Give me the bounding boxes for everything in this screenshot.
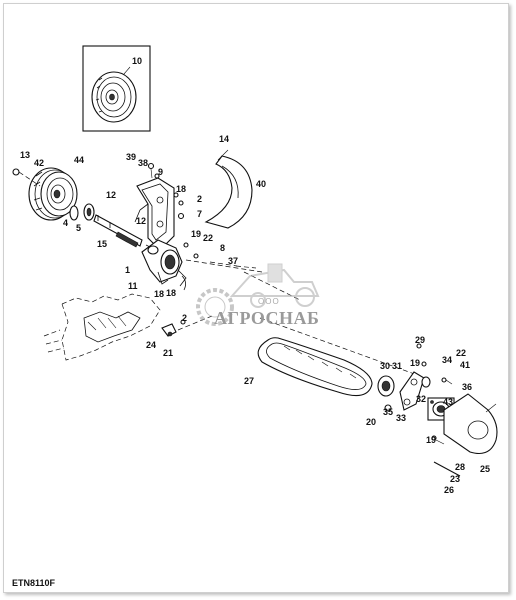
callout: 25 bbox=[480, 464, 490, 474]
callout: 15 bbox=[97, 239, 107, 249]
tensioner-arm-part bbox=[399, 371, 425, 411]
callout: 43 bbox=[443, 397, 453, 407]
callout: 31 bbox=[392, 361, 402, 371]
bolt-28-part bbox=[431, 435, 461, 477]
callout: 4 bbox=[63, 218, 68, 228]
callout: 32 bbox=[416, 394, 426, 404]
callout: 29 bbox=[415, 335, 425, 345]
callout: 39 bbox=[126, 152, 136, 162]
callout: 8 bbox=[220, 243, 225, 253]
callout: 37 bbox=[228, 256, 238, 266]
callout: 40 bbox=[256, 179, 266, 189]
damper-pulley-part bbox=[91, 71, 137, 123]
callout: 21 bbox=[163, 348, 173, 358]
callout: 26 bbox=[444, 485, 454, 495]
crank-pulley-part bbox=[28, 167, 78, 221]
callout: 14 bbox=[219, 134, 229, 144]
engine-block-outline bbox=[43, 293, 161, 361]
callout: 41 bbox=[460, 360, 470, 370]
callout: 36 bbox=[462, 382, 472, 392]
watermark-logo bbox=[196, 263, 320, 326]
callout: 18 bbox=[176, 184, 186, 194]
shaft-part bbox=[93, 214, 153, 249]
callout: 18 bbox=[166, 288, 176, 298]
callout: 19 bbox=[426, 435, 436, 445]
callout: 12 bbox=[106, 190, 116, 200]
callout: 38 bbox=[138, 158, 148, 168]
callout: 20 bbox=[366, 417, 376, 427]
idler-pulley-part bbox=[377, 375, 395, 412]
callout: 22 bbox=[456, 348, 466, 358]
callout: 13 bbox=[20, 150, 30, 160]
washer-19 bbox=[421, 361, 427, 367]
bolt-13-part bbox=[12, 168, 41, 187]
callout: 35 bbox=[383, 407, 393, 417]
callout: 1 bbox=[125, 265, 130, 275]
callout: 30 bbox=[380, 361, 390, 371]
tensioner-housing-part bbox=[141, 239, 187, 291]
callout: 42 bbox=[34, 158, 44, 168]
callout: 19 bbox=[191, 229, 201, 239]
callout: 44 bbox=[74, 155, 84, 165]
bracket-part bbox=[134, 177, 175, 251]
callout: 18 bbox=[154, 289, 164, 299]
belt-guard-part bbox=[204, 149, 253, 229]
bolt-29 bbox=[416, 343, 422, 349]
seal-part bbox=[69, 203, 95, 221]
callout: 11 bbox=[128, 281, 138, 291]
callout: 24 bbox=[146, 340, 156, 350]
callout: 2 bbox=[197, 194, 202, 204]
callout: 27 bbox=[244, 376, 254, 386]
callout: 9 bbox=[158, 167, 163, 177]
callout: 19 bbox=[410, 358, 420, 368]
inset-box bbox=[82, 45, 151, 132]
callout: 23 bbox=[450, 474, 460, 484]
small-bolts bbox=[147, 162, 238, 267]
watermark-company-type: ООО bbox=[258, 297, 280, 306]
callout: 5 bbox=[76, 223, 81, 233]
poly-v-belt-part bbox=[257, 337, 373, 397]
figure-code: ETN8110F bbox=[12, 578, 56, 588]
small-fitting-part bbox=[161, 315, 213, 337]
callout: 7 bbox=[197, 209, 202, 219]
callout: 10 bbox=[132, 56, 142, 66]
bolt-2-lower bbox=[180, 319, 186, 325]
spacer-part bbox=[421, 376, 453, 388]
callout: 22 bbox=[203, 233, 213, 243]
callout: 2 bbox=[182, 313, 187, 323]
frame-border bbox=[3, 3, 509, 593]
callout: 12 bbox=[136, 216, 146, 226]
cover-plate-part bbox=[443, 393, 498, 455]
watermark-brand: АГРОСНАБ bbox=[214, 308, 320, 328]
callout: 34 bbox=[442, 355, 452, 365]
callout: 28 bbox=[455, 462, 465, 472]
callout: 33 bbox=[396, 413, 406, 423]
callout-labels: 10 13 42 44 39 38 9 14 40 12 18 2 7 4 5 … bbox=[20, 56, 490, 495]
